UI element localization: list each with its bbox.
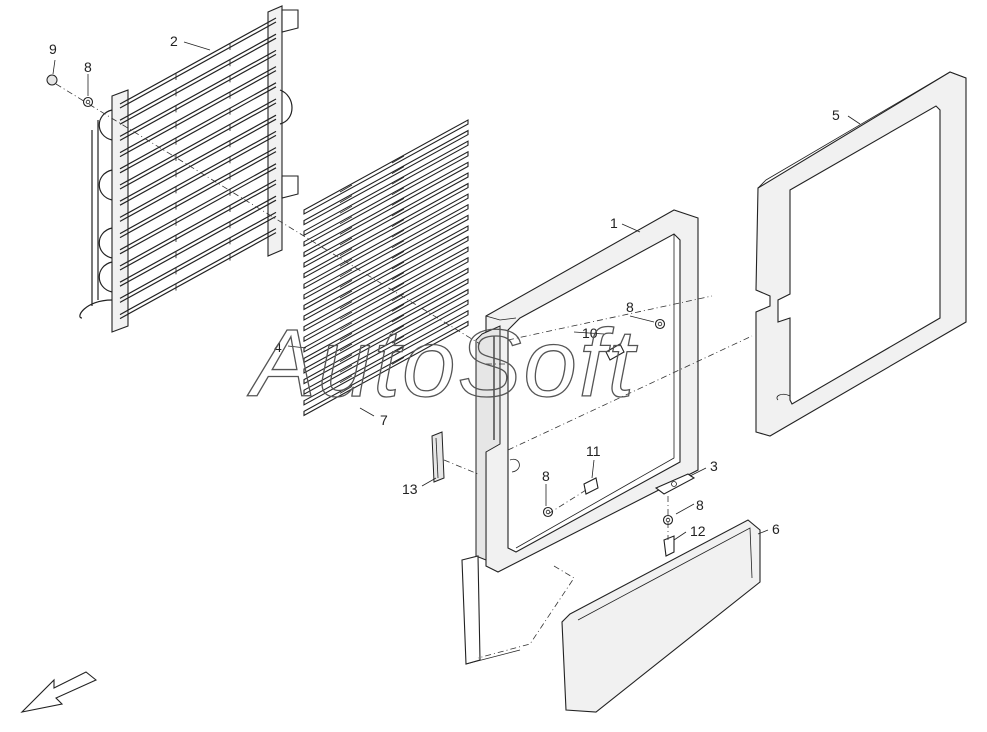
part-5-seal-frame (755, 71, 967, 437)
leader-lines (52, 41, 861, 541)
part-2-condenser-coil (79, 5, 299, 333)
callout-8-lower: 8 (542, 468, 550, 484)
callout-9: 9 (49, 41, 57, 57)
direction-arrow-icon (20, 671, 98, 713)
lower-side-panel (461, 555, 521, 665)
part-10-bolt (605, 343, 625, 361)
part-1-housing (475, 209, 699, 573)
part-4-fin-grille (303, 119, 469, 417)
part-9-nut (46, 74, 58, 86)
part-8-washer-c (542, 506, 554, 518)
assembly-lines (55, 83, 753, 659)
callout-11: 11 (586, 443, 601, 459)
callout-1: 1 (610, 215, 618, 231)
part-12-screw (663, 535, 675, 557)
fasteners (46, 74, 675, 557)
part-3-bracket-plate (654, 473, 696, 495)
callout-7: 7 (380, 412, 388, 428)
callout-2: 2 (170, 33, 178, 49)
part-13-strip (431, 431, 445, 483)
callout-10: 10 (582, 325, 598, 341)
part-8-washer-a (82, 96, 94, 108)
watermark: AutoSoft (247, 310, 638, 417)
callout-6: 6 (772, 521, 780, 537)
callout-labels: 9 8 2 5 1 8 10 4 7 11 3 8 8 13 12 6 (49, 33, 840, 539)
callout-4: 4 (274, 339, 282, 355)
part-6-lower-cover (561, 519, 761, 713)
callout-13: 13 (402, 481, 418, 497)
callout-3: 3 (710, 458, 718, 474)
callout-12: 12 (690, 523, 706, 539)
callout-8-top-left: 8 (84, 59, 92, 75)
callout-8-bracket: 8 (696, 497, 704, 513)
callout-8-housing: 8 (626, 299, 634, 315)
part-8-washer-b (654, 318, 666, 330)
callout-5: 5 (832, 107, 840, 123)
